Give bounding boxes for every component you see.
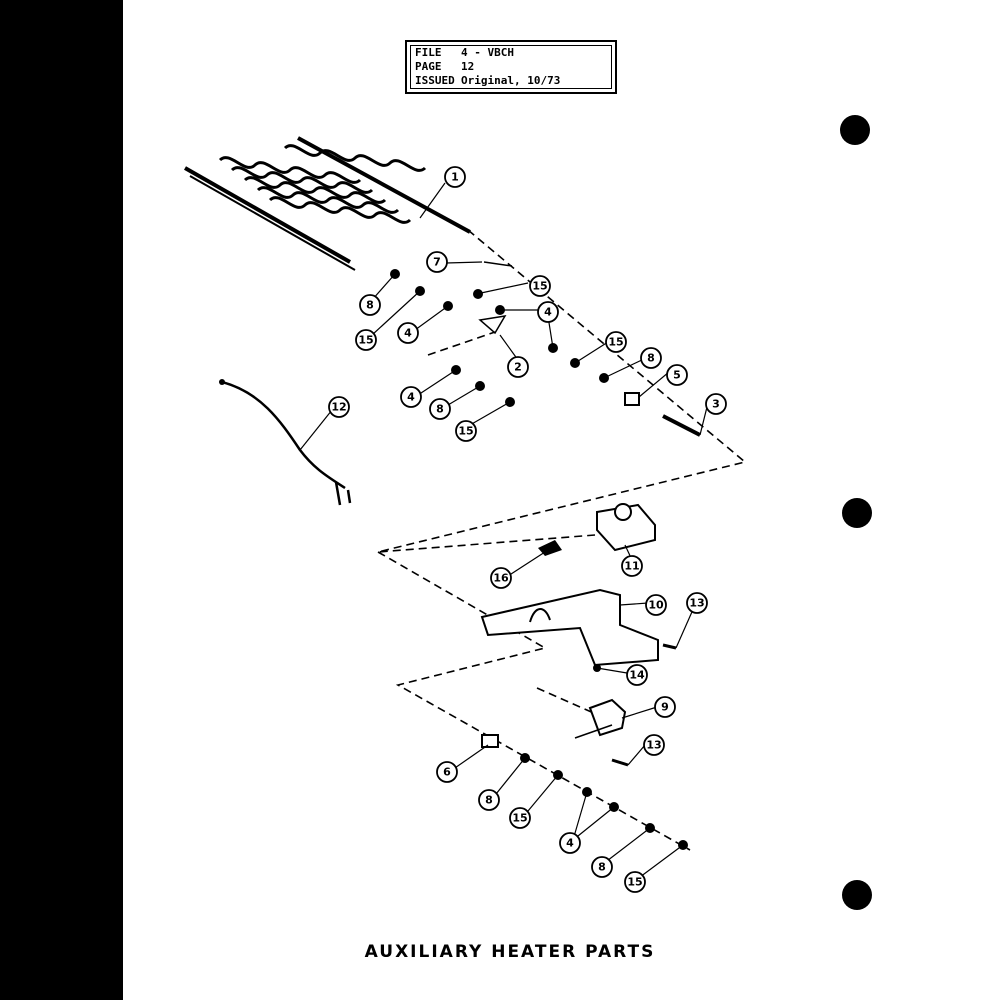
callout-3: 3 — [712, 398, 720, 411]
punch-hole-top — [840, 115, 870, 145]
file-label: FILE — [415, 46, 442, 59]
issued-label: ISSUED — [415, 74, 455, 87]
insulator-plate-upper — [483, 261, 513, 267]
callout-15: 15 — [458, 425, 473, 438]
callout-14: 14 — [629, 669, 645, 682]
callout-15: 15 — [627, 876, 642, 889]
bushing-part — [481, 734, 499, 748]
callout-2: 2 — [514, 361, 522, 374]
callout-15: 15 — [512, 812, 527, 825]
insulator-plate — [478, 315, 507, 335]
spacer-part — [624, 392, 640, 406]
callout-4: 4 — [566, 837, 574, 850]
page-label: PAGE — [415, 60, 442, 73]
punch-hole-middle — [842, 498, 872, 528]
callout-10: 10 — [648, 599, 664, 612]
callout-15: 15 — [608, 336, 623, 349]
issued-row: ISSUED Original, 10/73 — [415, 74, 560, 87]
callout-8: 8 — [598, 861, 606, 874]
callout-1: 1 — [451, 171, 459, 184]
wire-harness — [221, 380, 352, 506]
callout-8: 8 — [485, 794, 493, 807]
callout-4: 4 — [407, 391, 415, 404]
callout-4: 4 — [404, 327, 412, 340]
screw-lower — [611, 758, 629, 767]
callout-11: 11 — [624, 560, 639, 573]
file-value: 4 - VBCH — [461, 46, 514, 59]
file-info-inner-border — [410, 45, 612, 89]
callout-15: 15 — [532, 280, 547, 293]
callout-15: 15 — [358, 334, 373, 347]
callout-8: 8 — [647, 352, 655, 365]
callout-8: 8 — [366, 299, 374, 312]
issued-value: Original, 10/73 — [461, 74, 561, 87]
callout-13: 13 — [689, 597, 704, 610]
callout-6: 6 — [443, 766, 451, 779]
page-value: 12 — [461, 60, 475, 73]
switch-mount-line — [574, 724, 613, 739]
screw-upper — [662, 643, 677, 650]
callout-circles — [328, 166, 727, 893]
callout-4: 4 — [544, 306, 552, 319]
limit-switch — [588, 698, 627, 737]
dashed-leaders — [377, 229, 747, 851]
sheet-margin — [890, 0, 1000, 1000]
file-info-box: FILE 4 - VBCH PAGE 12 ISSUED Original, 10/7… — [405, 40, 617, 94]
mounting-bracket — [480, 588, 659, 667]
file-row: FILE 4 - VBCH — [415, 46, 514, 59]
wire-terminal — [219, 379, 225, 385]
page-row: PAGE 12 — [415, 60, 474, 73]
heater-element — [184, 136, 471, 271]
callout-5: 5 — [673, 369, 681, 382]
threaded-rod — [662, 414, 701, 437]
callout-labels: 1 7 15 4 8 15 4 2 15 8 5 3 4 8 15 12 11 … — [331, 171, 719, 889]
callout-7: 7 — [433, 256, 441, 269]
callout-9: 9 — [661, 701, 669, 714]
punch-hole-bottom — [842, 880, 872, 910]
thermostat-body — [596, 503, 656, 552]
callout-12: 12 — [331, 401, 346, 414]
callout-13: 13 — [646, 739, 661, 752]
diagram-caption: AUXILIARY HEATER PARTS — [364, 942, 656, 962]
callout-8: 8 — [436, 403, 444, 416]
callout-16: 16 — [493, 572, 509, 585]
